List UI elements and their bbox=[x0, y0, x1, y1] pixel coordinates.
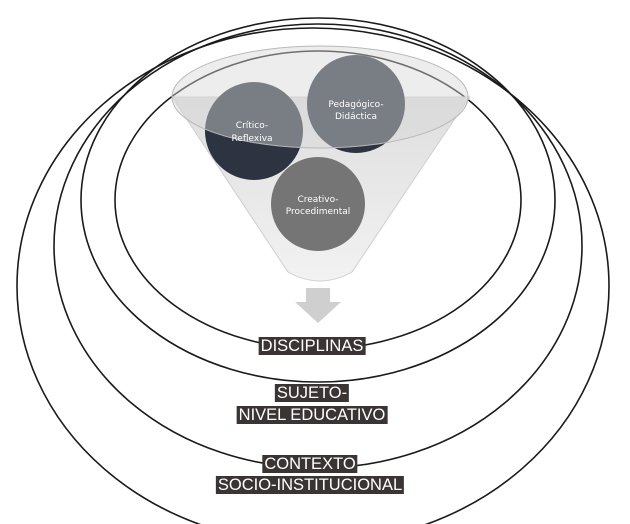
label-disciplinas: DISCIPLINAS bbox=[258, 337, 366, 355]
circle-creativo-procedimental bbox=[271, 157, 365, 251]
label-contexto-line2: SOCIO-INSTITUCIONAL bbox=[215, 476, 405, 494]
label-sujeto-line1: SUJETO- bbox=[274, 384, 350, 402]
circle-critico-reflexiva bbox=[205, 82, 303, 180]
circle-label-creativo-line2: Procedimental bbox=[286, 207, 351, 217]
label-sujeto-line2: NIVEL EDUCATIVO bbox=[236, 406, 388, 424]
circle-label-critico-line2: Reflexiva bbox=[231, 134, 272, 144]
ring-contexto bbox=[16, 27, 610, 524]
circle-label-pedagogico-line1: Pedagógico- bbox=[328, 99, 383, 110]
down-arrow-icon bbox=[295, 288, 341, 323]
label-contexto-line1: CONTEXTO bbox=[262, 455, 358, 473]
circle-label-critico-line1: Crítico- bbox=[236, 121, 268, 131]
circle-label-pedagogico-line2: Didáctica bbox=[335, 112, 377, 122]
circle-pedagogico-didactica bbox=[307, 55, 405, 153]
funnel-mouth bbox=[171, 45, 469, 149]
ring-disciplinas-outer bbox=[80, 17, 556, 383]
circle-label-creativo-line1: Creativo- bbox=[297, 195, 338, 205]
